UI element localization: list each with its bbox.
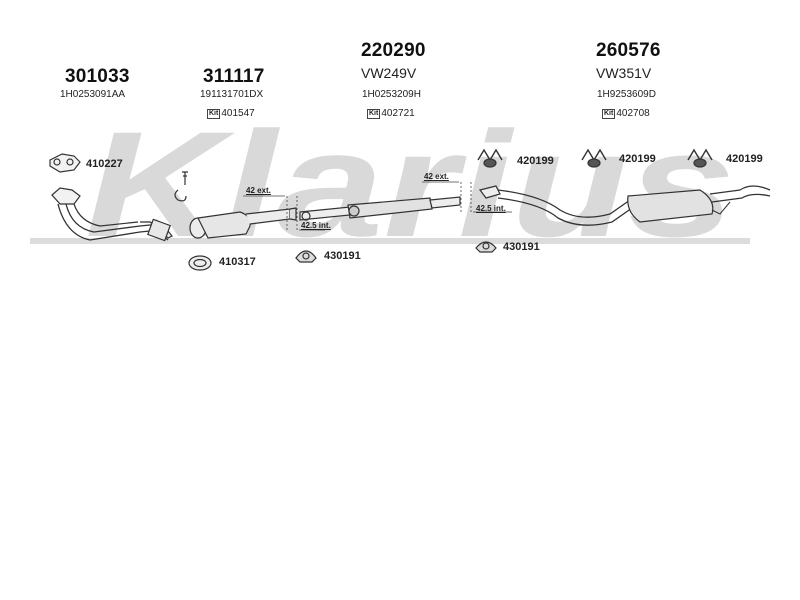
section-3-oe: 1H0253209H xyxy=(362,89,421,100)
dim-int-1: 42.5 int. xyxy=(301,221,331,230)
hanger-icon-2 xyxy=(581,148,607,168)
part-hanger-3: 420199 xyxy=(726,153,763,165)
clamp-icon-2 xyxy=(475,241,497,253)
part-hanger-2: 420199 xyxy=(619,153,656,165)
section-2-kit-number: 401547 xyxy=(221,108,255,119)
front-gasket-icon xyxy=(49,153,81,173)
dim-int-2: 42.5 int. xyxy=(476,204,506,213)
section-4-oe: 1H9253609D xyxy=(597,89,656,100)
section-1-number: 301033 xyxy=(65,66,130,87)
part-clamp-1: 430191 xyxy=(324,250,361,262)
section-4-number: 260576 xyxy=(596,40,661,61)
section-3-number: 220290 xyxy=(361,40,426,61)
hanger-icon-1 xyxy=(477,148,503,168)
dim-ext-2: 42 ext. xyxy=(424,172,449,181)
section-2-number: 311117 xyxy=(203,66,265,87)
front-pipe-icon xyxy=(51,187,173,242)
section-2-oe: 191131701DX xyxy=(200,89,264,100)
clamp-icon-1 xyxy=(295,250,317,263)
dimension-marker-2 xyxy=(422,181,512,214)
section-1-oe: 1H0253091AA xyxy=(60,89,126,100)
part-hanger-1: 420199 xyxy=(517,155,554,167)
part-clamp-2: 430191 xyxy=(503,241,540,253)
section-4-vw: VW351V xyxy=(596,65,652,81)
kit-badge: Kit xyxy=(207,108,221,119)
section-4-kit-number: 402708 xyxy=(616,108,650,119)
section-3-vw: VW249V xyxy=(361,65,417,81)
rear-section-icon xyxy=(478,185,771,226)
sensor-icon xyxy=(174,171,188,202)
watermark-underline xyxy=(30,238,750,244)
hanger-icon-3 xyxy=(687,148,713,168)
kit-badge: Kit xyxy=(602,108,616,119)
watermark-text: Klarius xyxy=(85,100,735,268)
section-3-kit-number: 402721 xyxy=(381,108,415,119)
part-gasket-ring: 410317 xyxy=(219,256,256,268)
dim-ext-1: 42 ext. xyxy=(246,186,271,195)
middle-pipe-icon xyxy=(299,196,461,221)
catalytic-converter-icon xyxy=(189,207,297,239)
ring-gasket-icon xyxy=(188,255,212,271)
kit-badge: Kit xyxy=(367,108,381,119)
dimension-marker-1 xyxy=(243,195,325,232)
part-gasket-front: 410227 xyxy=(86,158,123,170)
